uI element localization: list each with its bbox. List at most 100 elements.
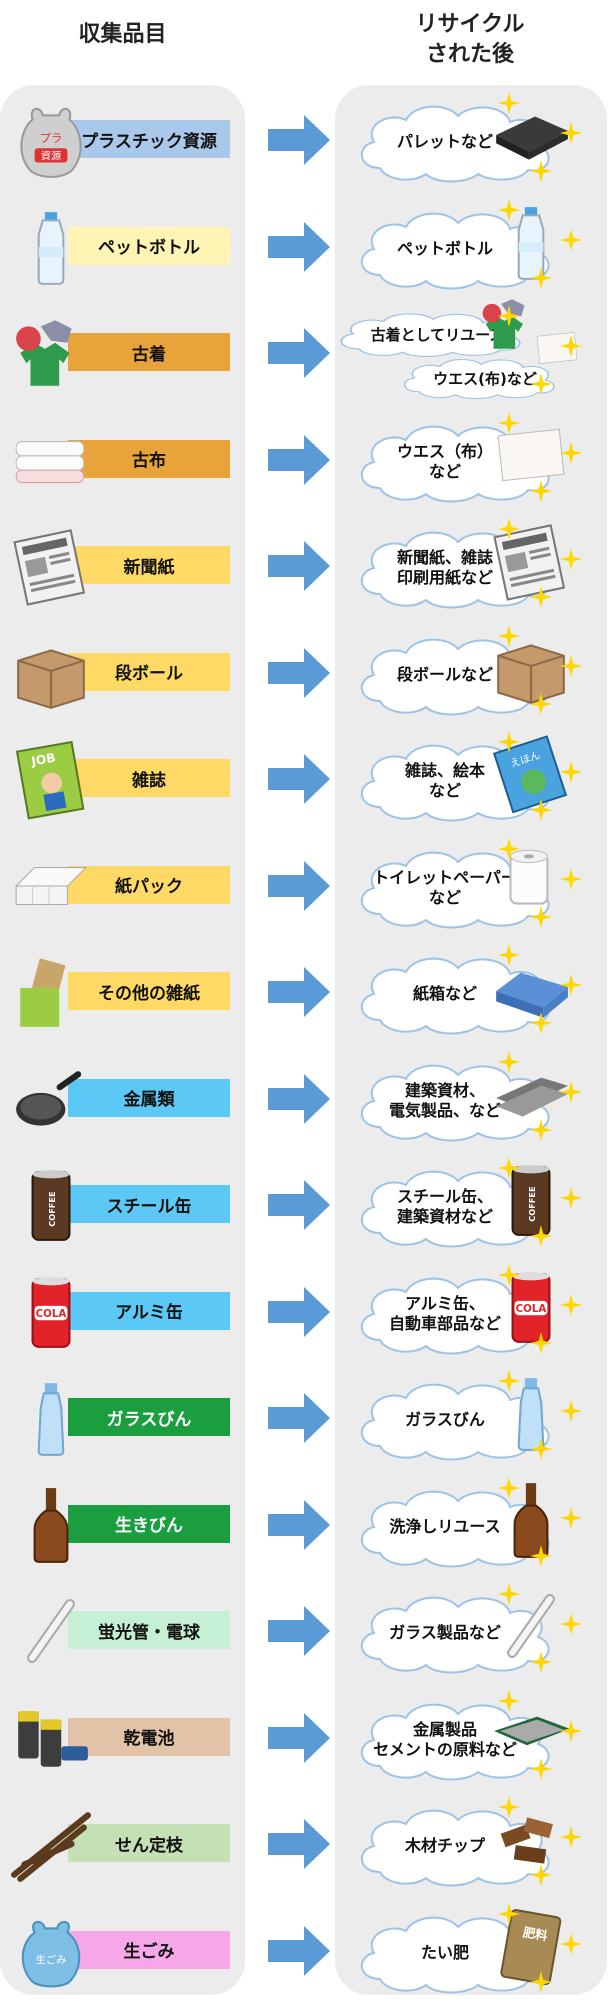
sparkle-icon: [560, 1187, 582, 1209]
result-toilet-paper-icon: [490, 840, 572, 922]
row-6: 段ボール段ボールなど: [0, 621, 612, 727]
row-13: ガラスびんガラスびん: [0, 1366, 612, 1472]
arrow-right-icon: [268, 860, 330, 911]
result-pallet-icon: [490, 94, 572, 176]
collection-panel: [0, 85, 245, 1995]
sparkle-icon: [530, 799, 552, 821]
result-cloud: 建築資材、 電気製品、など: [350, 1057, 575, 1145]
row-8: 紙パック トイレットペーパー など: [0, 834, 612, 940]
sparkle-icon: [560, 867, 582, 890]
row-2: ペットボトルペットボトル: [0, 195, 612, 301]
sparkle-icon: [560, 1932, 582, 1955]
result-text: 洗浄しリユース: [389, 1516, 501, 1536]
branches-icon: [10, 1800, 92, 1888]
arrow-right-icon: [268, 1073, 330, 1124]
svg-text:プラ: プラ: [40, 132, 63, 145]
result-text: 段ボールなど: [396, 664, 493, 684]
result-text: 木材チップ: [404, 1836, 485, 1855]
result-text: たい肥: [420, 1942, 469, 1962]
result-clothes-icon: [478, 293, 540, 355]
arrow-right-icon: [268, 1286, 330, 1337]
sparkle-icon: [560, 974, 582, 996]
sparkle-icon: [530, 479, 552, 502]
sparkle-icon: [498, 624, 520, 647]
result-cloud: ウエス(布)など: [395, 355, 575, 401]
sparkle-icon: [498, 1583, 520, 1605]
plastic-bag-icon: プラ資源: [10, 96, 92, 184]
item-label: 金属類: [68, 1078, 230, 1117]
item-label: 紙パック: [68, 865, 230, 904]
sparkle-icon: [498, 198, 520, 221]
cardboard-box-icon: [10, 629, 92, 717]
result-text: 古着としてリユース: [370, 325, 505, 344]
sparkle-icon: [498, 305, 520, 327]
arrow-right-icon: [268, 1499, 330, 1550]
sparkle-icon: [530, 586, 552, 608]
result-cloud: 古着としてリユース: [330, 309, 545, 359]
svg-text:COLA: COLA: [36, 1308, 67, 1320]
magazine-icon: JOB: [10, 735, 92, 823]
towels-icon: [10, 416, 92, 504]
result-cloud: 金属製品 セメントの原料など: [350, 1696, 575, 1784]
steel-can-icon: COFFEE: [10, 1161, 92, 1249]
arrow-right-icon: [268, 1393, 330, 1443]
sparkle-icon: [530, 1012, 552, 1034]
result-text: パレットなど: [396, 132, 493, 151]
arrow-right-icon: [268, 967, 330, 1017]
arrow-right-icon: [268, 328, 330, 378]
sparkle-icon: [530, 1118, 552, 1141]
result-text: ガラスびん: [405, 1410, 485, 1429]
sparkle-icon: [498, 1902, 520, 1925]
frying-pan-icon: [10, 1055, 92, 1143]
result-cloud: 紙箱など: [350, 950, 575, 1038]
result-cloud: 洗浄しリユース: [350, 1483, 575, 1571]
result-text: 建築資材、 電気製品、など: [388, 1080, 501, 1120]
sparkle-icon: [560, 548, 582, 570]
sparkle-icon: [498, 1263, 520, 1286]
result-cloud: トイレットペーパー など: [350, 844, 575, 932]
item-label: スチール缶: [68, 1185, 230, 1223]
sparkle-icon: [498, 944, 520, 966]
pet-bottle-icon: [10, 203, 92, 291]
row-16: 乾電池金属製品 セメントの原料など: [0, 1686, 612, 1792]
row-15: 蛍光管・電球ガラス製品など: [0, 1579, 612, 1685]
arrow-right-icon: [268, 1819, 330, 1869]
item-label: 古布: [68, 439, 230, 478]
sparkle-icon: [560, 228, 582, 251]
item-label: 雑誌: [68, 759, 230, 797]
result-fluorescent-tube-icon: [490, 1585, 572, 1667]
sparkle-icon: [560, 1826, 582, 1848]
glass-bottle-icon: [10, 1374, 92, 1462]
item-label: ペットボトル: [68, 226, 230, 265]
item-label: その他の雑紙: [68, 972, 230, 1010]
sparkle-icon: [530, 266, 552, 289]
svg-text:COLA: COLA: [516, 1303, 547, 1315]
sparkle-icon: [530, 1970, 552, 1993]
recycled-panel: [335, 85, 607, 1995]
result-steel-beams-icon: [490, 1053, 572, 1135]
sparkle-icon: [498, 411, 520, 434]
sparkle-icon: [530, 905, 552, 928]
row-5: 新聞紙新聞紙、雑誌 印刷用紙など: [0, 514, 612, 620]
sparkle-icon: [530, 1864, 552, 1886]
sparkle-icon: [530, 1544, 552, 1567]
fluorescent-tube-icon: [10, 1587, 92, 1675]
result-text: 新聞紙、雑誌 印刷用紙など: [396, 548, 493, 587]
clothes-icon: [10, 309, 92, 397]
result-text: ガラス製品など: [389, 1623, 501, 1642]
result-text: アルミ缶、 自動車部品など: [388, 1293, 501, 1333]
sparkle-icon: [498, 92, 520, 114]
result-text: 金属製品 セメントの原料など: [373, 1719, 517, 1759]
svg-text:生ごみ: 生ごみ: [36, 1953, 67, 1966]
sparkle-icon: [560, 1506, 582, 1529]
header-collection-items: 収集品目: [78, 22, 167, 47]
brown-bottle-icon: [10, 1481, 92, 1569]
result-text: 雑誌、絵本 など: [404, 761, 485, 800]
header-after-recycling-line2: された後: [425, 42, 514, 67]
row-14: 生きびん洗浄しリユース: [0, 1473, 612, 1579]
row-4: 古布ウエス（布） など: [0, 408, 612, 514]
result-cardboard-box-icon: [490, 627, 572, 709]
